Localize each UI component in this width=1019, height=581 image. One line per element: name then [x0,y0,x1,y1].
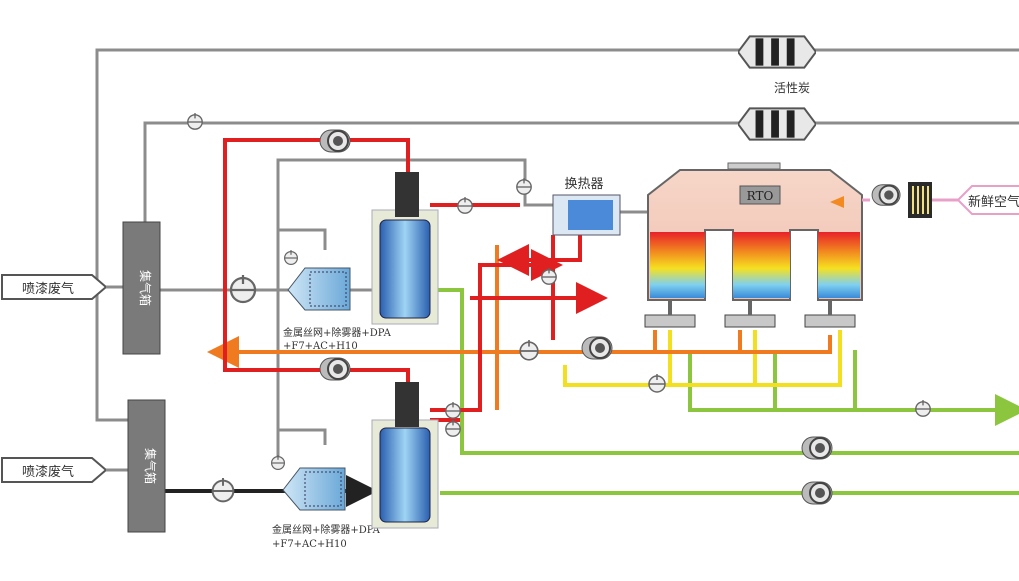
green-clean-lines [438,288,1019,495]
fan-icon [801,481,833,505]
fan-icon [319,129,351,153]
filter-icon [282,467,346,511]
filter-1-label: +F7+AC+H10 [283,341,358,352]
filter-2-label: +F7+AC+H10 [272,539,347,550]
fan-icon [801,436,833,460]
svg-text:集气箱: 集气箱 [143,448,158,484]
inlet-1: 喷漆废气 [1,274,108,300]
heat-exchanger-icon [552,194,621,236]
fresh-air-filter-icon [908,182,932,218]
valve-icon [271,455,285,470]
fresh-air-inlet: 新鲜空气 [956,185,1019,215]
valve-icon [229,275,257,304]
svg-text:喷漆废气: 喷漆废气 [22,281,74,297]
svg-text:喷漆废气: 喷漆废气 [22,464,74,480]
valve-icon [284,250,298,265]
filter-icon [287,267,351,311]
collector-box-2: 集气箱 [127,399,166,533]
activated-carbon-icon [738,35,816,69]
burner-icon [830,196,844,208]
svg-text:新鲜空气: 新鲜空气 [968,194,1019,210]
valve-icon [915,400,931,417]
gray-exhaust-lines [95,48,1019,470]
heat-exchanger-label: 换热器 [564,177,603,192]
fan-icon [871,183,902,207]
filter-2-label: 金属丝网+除雾器+DPA [272,523,381,536]
svg-text:集气箱: 集气箱 [138,270,153,306]
filter-1-label: 金属丝网+除雾器+DPA [283,326,392,339]
valve-icon [457,197,473,214]
fan-icon [319,357,351,381]
inlet-2: 喷漆废气 [1,457,108,483]
valve-icon [211,478,235,503]
yellow-lines [563,330,842,387]
rto-unit [644,162,863,328]
activated-carbon-label: 活性炭 [774,81,810,95]
activated-carbon-icon [738,107,816,141]
valve-icon [445,402,461,419]
tower-icon [371,382,439,529]
valve-icon [648,374,666,393]
fan-icon [581,336,613,360]
valve-icon [445,420,461,437]
valve-icon [516,178,532,195]
collector-box-1: 集气箱 [122,221,161,355]
valve-icon [187,113,203,130]
rto-label: RTO [747,189,774,203]
valve-icon [519,340,539,361]
tower-icon [371,172,439,325]
